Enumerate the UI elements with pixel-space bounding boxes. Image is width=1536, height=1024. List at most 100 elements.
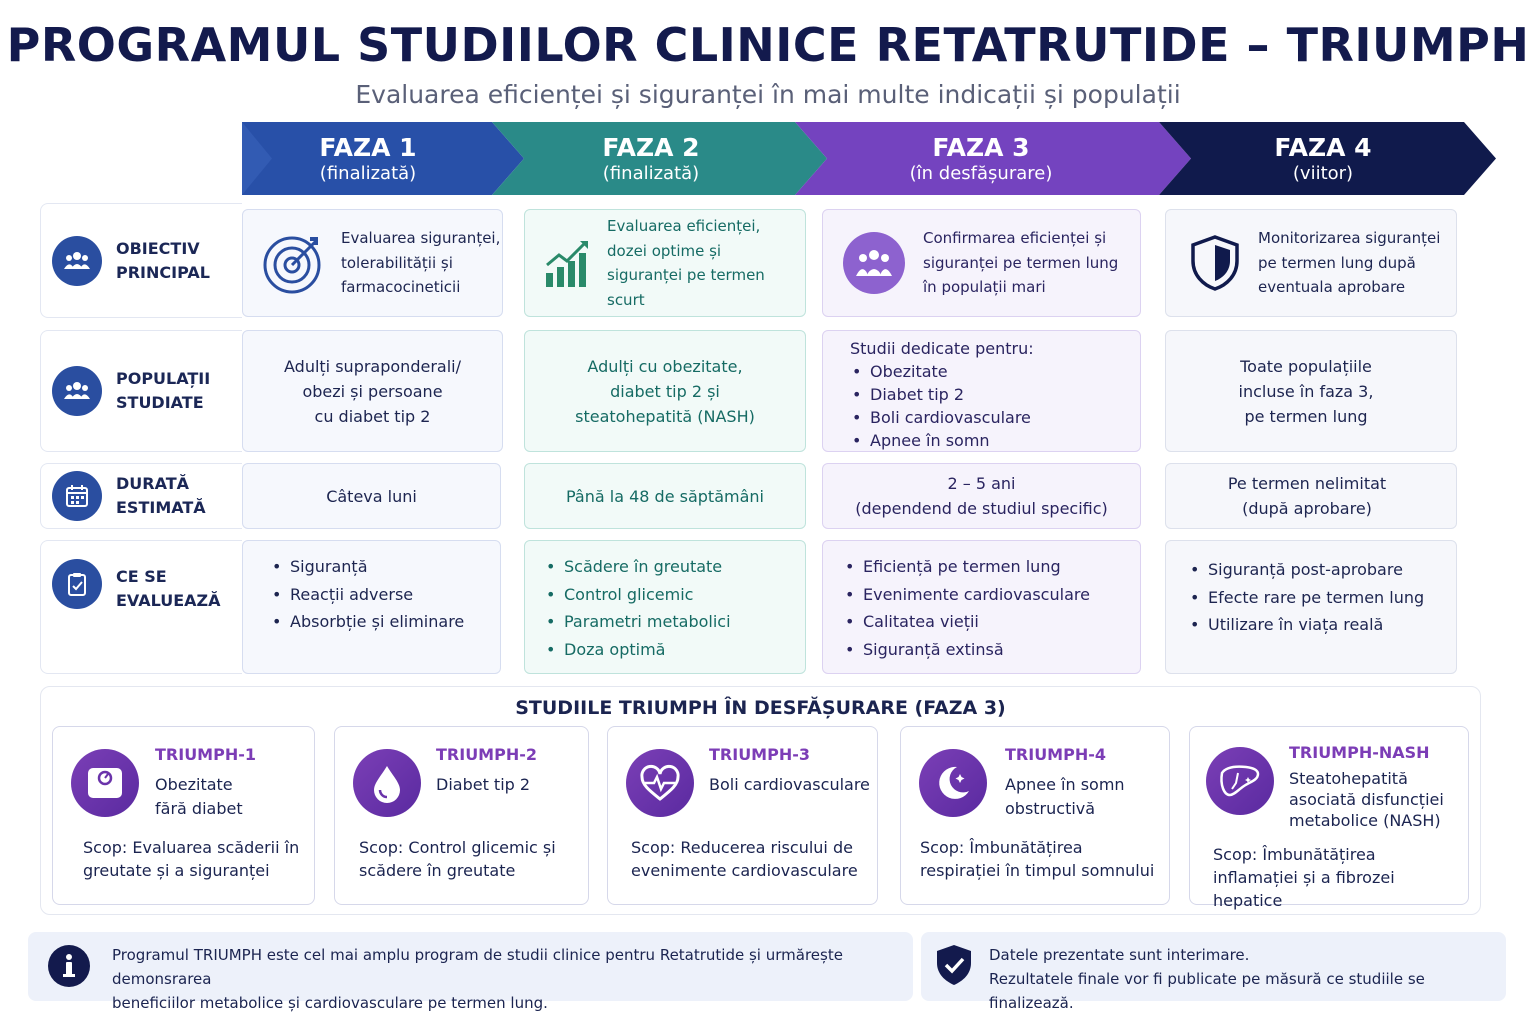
population-item: Apnee în somn xyxy=(850,429,1140,452)
phase-2-status: (finalizată) xyxy=(602,162,700,184)
population-phase-1: Adulți supraponderali/ obezi și persoane… xyxy=(242,330,503,452)
shield-icon xyxy=(1182,230,1248,296)
phase-1-status: (finalizată) xyxy=(319,162,417,184)
duration-phase-4: Pe termen nelimitat (după aprobare) xyxy=(1165,463,1457,529)
study-card-triumph-4: TRIUMPH-4 Apnee în somn obstructivă Scop… xyxy=(900,726,1170,905)
phase-4-arrow xyxy=(1159,122,1496,195)
objective-text: Evaluarea eficienței, dozei optime și si… xyxy=(607,217,765,309)
evaluation-item: Eficiență pe termen lung xyxy=(843,553,1140,581)
population-phase-3: Studii dedicate pentru: Obezitate Diabet… xyxy=(822,330,1141,452)
duration-phase-2: Până la 48 de săptămâni xyxy=(524,463,806,529)
evaluation-phase-3: Eficiență pe termen lung Evenimente card… xyxy=(822,540,1141,674)
phase-3-name: FAZA 3 xyxy=(932,132,1030,162)
phase-4-name: FAZA 4 xyxy=(1274,132,1372,162)
study-name: TRIUMPH-1 xyxy=(155,745,256,764)
evaluation-item: Evenimente cardiovasculare xyxy=(843,581,1140,609)
people-group-icon xyxy=(843,232,905,294)
people-group-icon xyxy=(52,366,102,416)
study-card-triumph-1: TRIUMPH-1 Obezitate fără diabet Scop: Ev… xyxy=(52,726,315,905)
info-note: Programul TRIUMPH este cel mai amplu pro… xyxy=(28,932,913,1012)
population-item: Diabet tip 2 xyxy=(850,383,1140,406)
study-card-triumph-nash: TRIUMPH-NASH Steatohepatită asociată dis… xyxy=(1189,726,1469,910)
heart-pulse-icon xyxy=(626,749,694,817)
study-card-triumph-3: TRIUMPH-3 Boli cardiovasculare Scop: Red… xyxy=(607,726,878,905)
phase-2-name: FAZA 2 xyxy=(602,132,700,162)
drop-icon xyxy=(353,749,421,817)
study-scope: Scop: Control glicemic și scădere în gre… xyxy=(359,836,569,882)
shield-check-icon xyxy=(933,944,975,986)
phase-3: FAZA 3 (în desfășurare) xyxy=(822,122,1140,195)
study-description: Obezitate fără diabet xyxy=(155,775,243,818)
calendar-icon xyxy=(52,471,102,521)
study-card-triumph-2: TRIUMPH-2 Diabet tip 2 Scop: Control gli… xyxy=(334,726,589,905)
study-name: TRIUMPH-4 xyxy=(1005,745,1106,764)
evaluation-phase-1: Siguranță Reacții adverse Absorbție și e… xyxy=(242,540,501,674)
evaluation-item: Parametri metabolici xyxy=(544,608,805,636)
info-icon xyxy=(48,945,90,987)
phase-2: FAZA 2 (finalizată) xyxy=(520,122,782,195)
population-item: Boli cardiovasculare xyxy=(850,406,1140,429)
scope-text: Îmbunătățirea inflamației și a fibrozei … xyxy=(1213,845,1395,910)
row-label-text: OBIECTIV PRINCIPAL xyxy=(116,238,210,282)
study-scope: Scop: Reducerea riscului de evenimente c… xyxy=(631,836,866,882)
study-description: Boli cardiovasculare xyxy=(709,775,870,794)
evaluation-phase-4: Siguranță post-aprobare Efecte rare pe t… xyxy=(1165,540,1457,674)
phase-2-arrow xyxy=(492,122,827,195)
population-heading: Studii dedicate pentru: xyxy=(850,339,1034,358)
moon-icon xyxy=(919,749,987,817)
population-phase-4: Toate populațiile incluse în faza 3, pe … xyxy=(1165,330,1457,452)
phase-arrows xyxy=(242,122,1496,195)
objective-text: Monitorizarea siguranței pe termen lung … xyxy=(1258,229,1441,297)
phase-4: FAZA 4 (viitor) xyxy=(1187,122,1459,195)
row-label-evaluation: CE SE EVALUEAZĂ xyxy=(40,540,242,674)
studies-title: STUDIILE TRIUMPH ÎN DESFĂȘURARE (FAZA 3) xyxy=(515,697,1006,719)
phase-1-arrow xyxy=(242,122,524,195)
scope-label: Scop: xyxy=(1213,845,1258,864)
objective-phase-3: Confirmarea eficienței și siguranței pe … xyxy=(822,209,1141,317)
evaluation-item: Control glicemic xyxy=(544,581,805,609)
page-title: PROGRAMUL STUDIILOR CLINICE RETATRUTIDE … xyxy=(6,18,1530,72)
phase-3-status: (în desfășurare) xyxy=(909,162,1053,184)
duration-phase-3: 2 – 5 ani (dependend de studiul specific… xyxy=(822,463,1141,529)
phase-1-name: FAZA 1 xyxy=(319,132,417,162)
population-phase-2: Adulți cu obezitate, diabet tip 2 și ste… xyxy=(524,330,806,452)
info-text-line-1: Programul TRIUMPH este cel mai amplu pro… xyxy=(112,946,843,988)
evaluation-item: Siguranță xyxy=(270,553,500,581)
evaluation-item: Absorbție și eliminare xyxy=(270,608,500,636)
interim-text-line-1: Datele prezentate sunt interimare. xyxy=(989,946,1250,964)
scope-label: Scop: xyxy=(359,838,404,857)
row-label-populations: POPULAȚII STUDIATE xyxy=(40,330,242,452)
interim-text: Datele prezentate sunt interimare. Rezul… xyxy=(989,943,1506,1015)
phase-band: FAZA 1 (finalizată) FAZA 2 (finalizată) … xyxy=(242,122,1498,195)
scope-text: Reducerea riscului de evenimente cardiov… xyxy=(631,838,858,880)
people-group-icon xyxy=(52,235,102,286)
scale-icon xyxy=(71,749,139,817)
evaluation-phase-2: Scădere în greutate Control glicemic Par… xyxy=(524,540,806,674)
info-text: Programul TRIUMPH este cel mai amplu pro… xyxy=(112,943,913,1015)
evaluation-item: Scădere în greutate xyxy=(544,553,805,581)
phase-1: FAZA 1 (finalizată) xyxy=(242,122,494,195)
objective-phase-4: Monitorizarea siguranței pe termen lung … xyxy=(1165,209,1457,317)
objective-phase-1: Evaluarea siguranței, tolerabilității și… xyxy=(242,209,503,317)
population-item: Obezitate xyxy=(850,360,1140,383)
row-label-text: POPULAȚII STUDIATE xyxy=(116,369,211,412)
duration-phase-1: Câteva luni xyxy=(242,463,501,529)
study-name: TRIUMPH-NASH xyxy=(1289,743,1430,762)
evaluation-item: Calitatea vieții xyxy=(843,608,1140,636)
phase-3-arrow xyxy=(795,122,1191,195)
interim-note: Datele prezentate sunt interimare. Rezul… xyxy=(921,932,1506,1012)
info-text-line-2: beneficiilor metabolice și cardiovascula… xyxy=(112,994,548,1012)
row-label-duration: DURATĂ ESTIMATĂ xyxy=(40,463,242,529)
scope-label: Scop: xyxy=(631,838,676,857)
objective-text: Evaluarea siguranței, tolerabilității și… xyxy=(341,229,501,297)
phase-4-status: (viitor) xyxy=(1292,162,1354,184)
scope-text: Evaluarea scăderii în greutate și a sigu… xyxy=(83,838,300,880)
study-name: TRIUMPH-3 xyxy=(709,745,810,764)
study-name: TRIUMPH-2 xyxy=(436,745,537,764)
interim-text-line-2: Rezultatele finale vor fi publicate pe m… xyxy=(989,970,1425,1012)
scope-text: Îmbunătățirea respirației în timpul somn… xyxy=(920,838,1155,880)
scope-text: Control glicemic și scădere în greutate xyxy=(359,838,556,880)
scope-label: Scop: xyxy=(83,838,128,857)
evaluation-item: Utilizare în viața reală xyxy=(1188,611,1456,639)
study-scope: Scop: Îmbunătățirea respirației în timpu… xyxy=(920,836,1160,882)
